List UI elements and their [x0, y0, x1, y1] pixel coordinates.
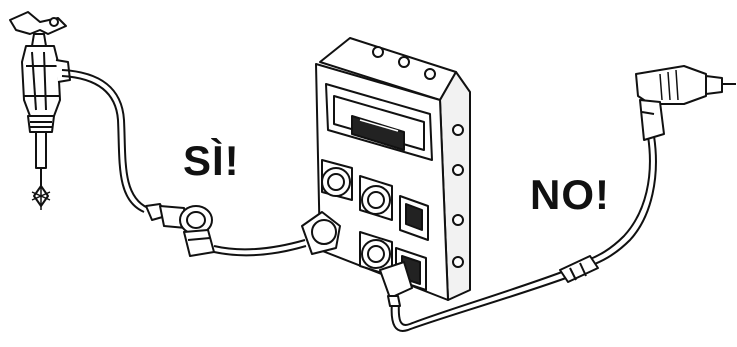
- drill-inline-plug: [560, 256, 598, 282]
- socket-box-icon: [302, 38, 470, 306]
- allowed-label: SÌ!: [183, 140, 240, 182]
- drill-icon: [636, 66, 736, 140]
- not-allowed-label: NO!: [530, 174, 610, 216]
- industrial-tool-icon: [10, 12, 70, 210]
- middle-cable-outer: [214, 240, 305, 249]
- left-plug-connector: [146, 204, 214, 256]
- socket-1: [322, 160, 352, 200]
